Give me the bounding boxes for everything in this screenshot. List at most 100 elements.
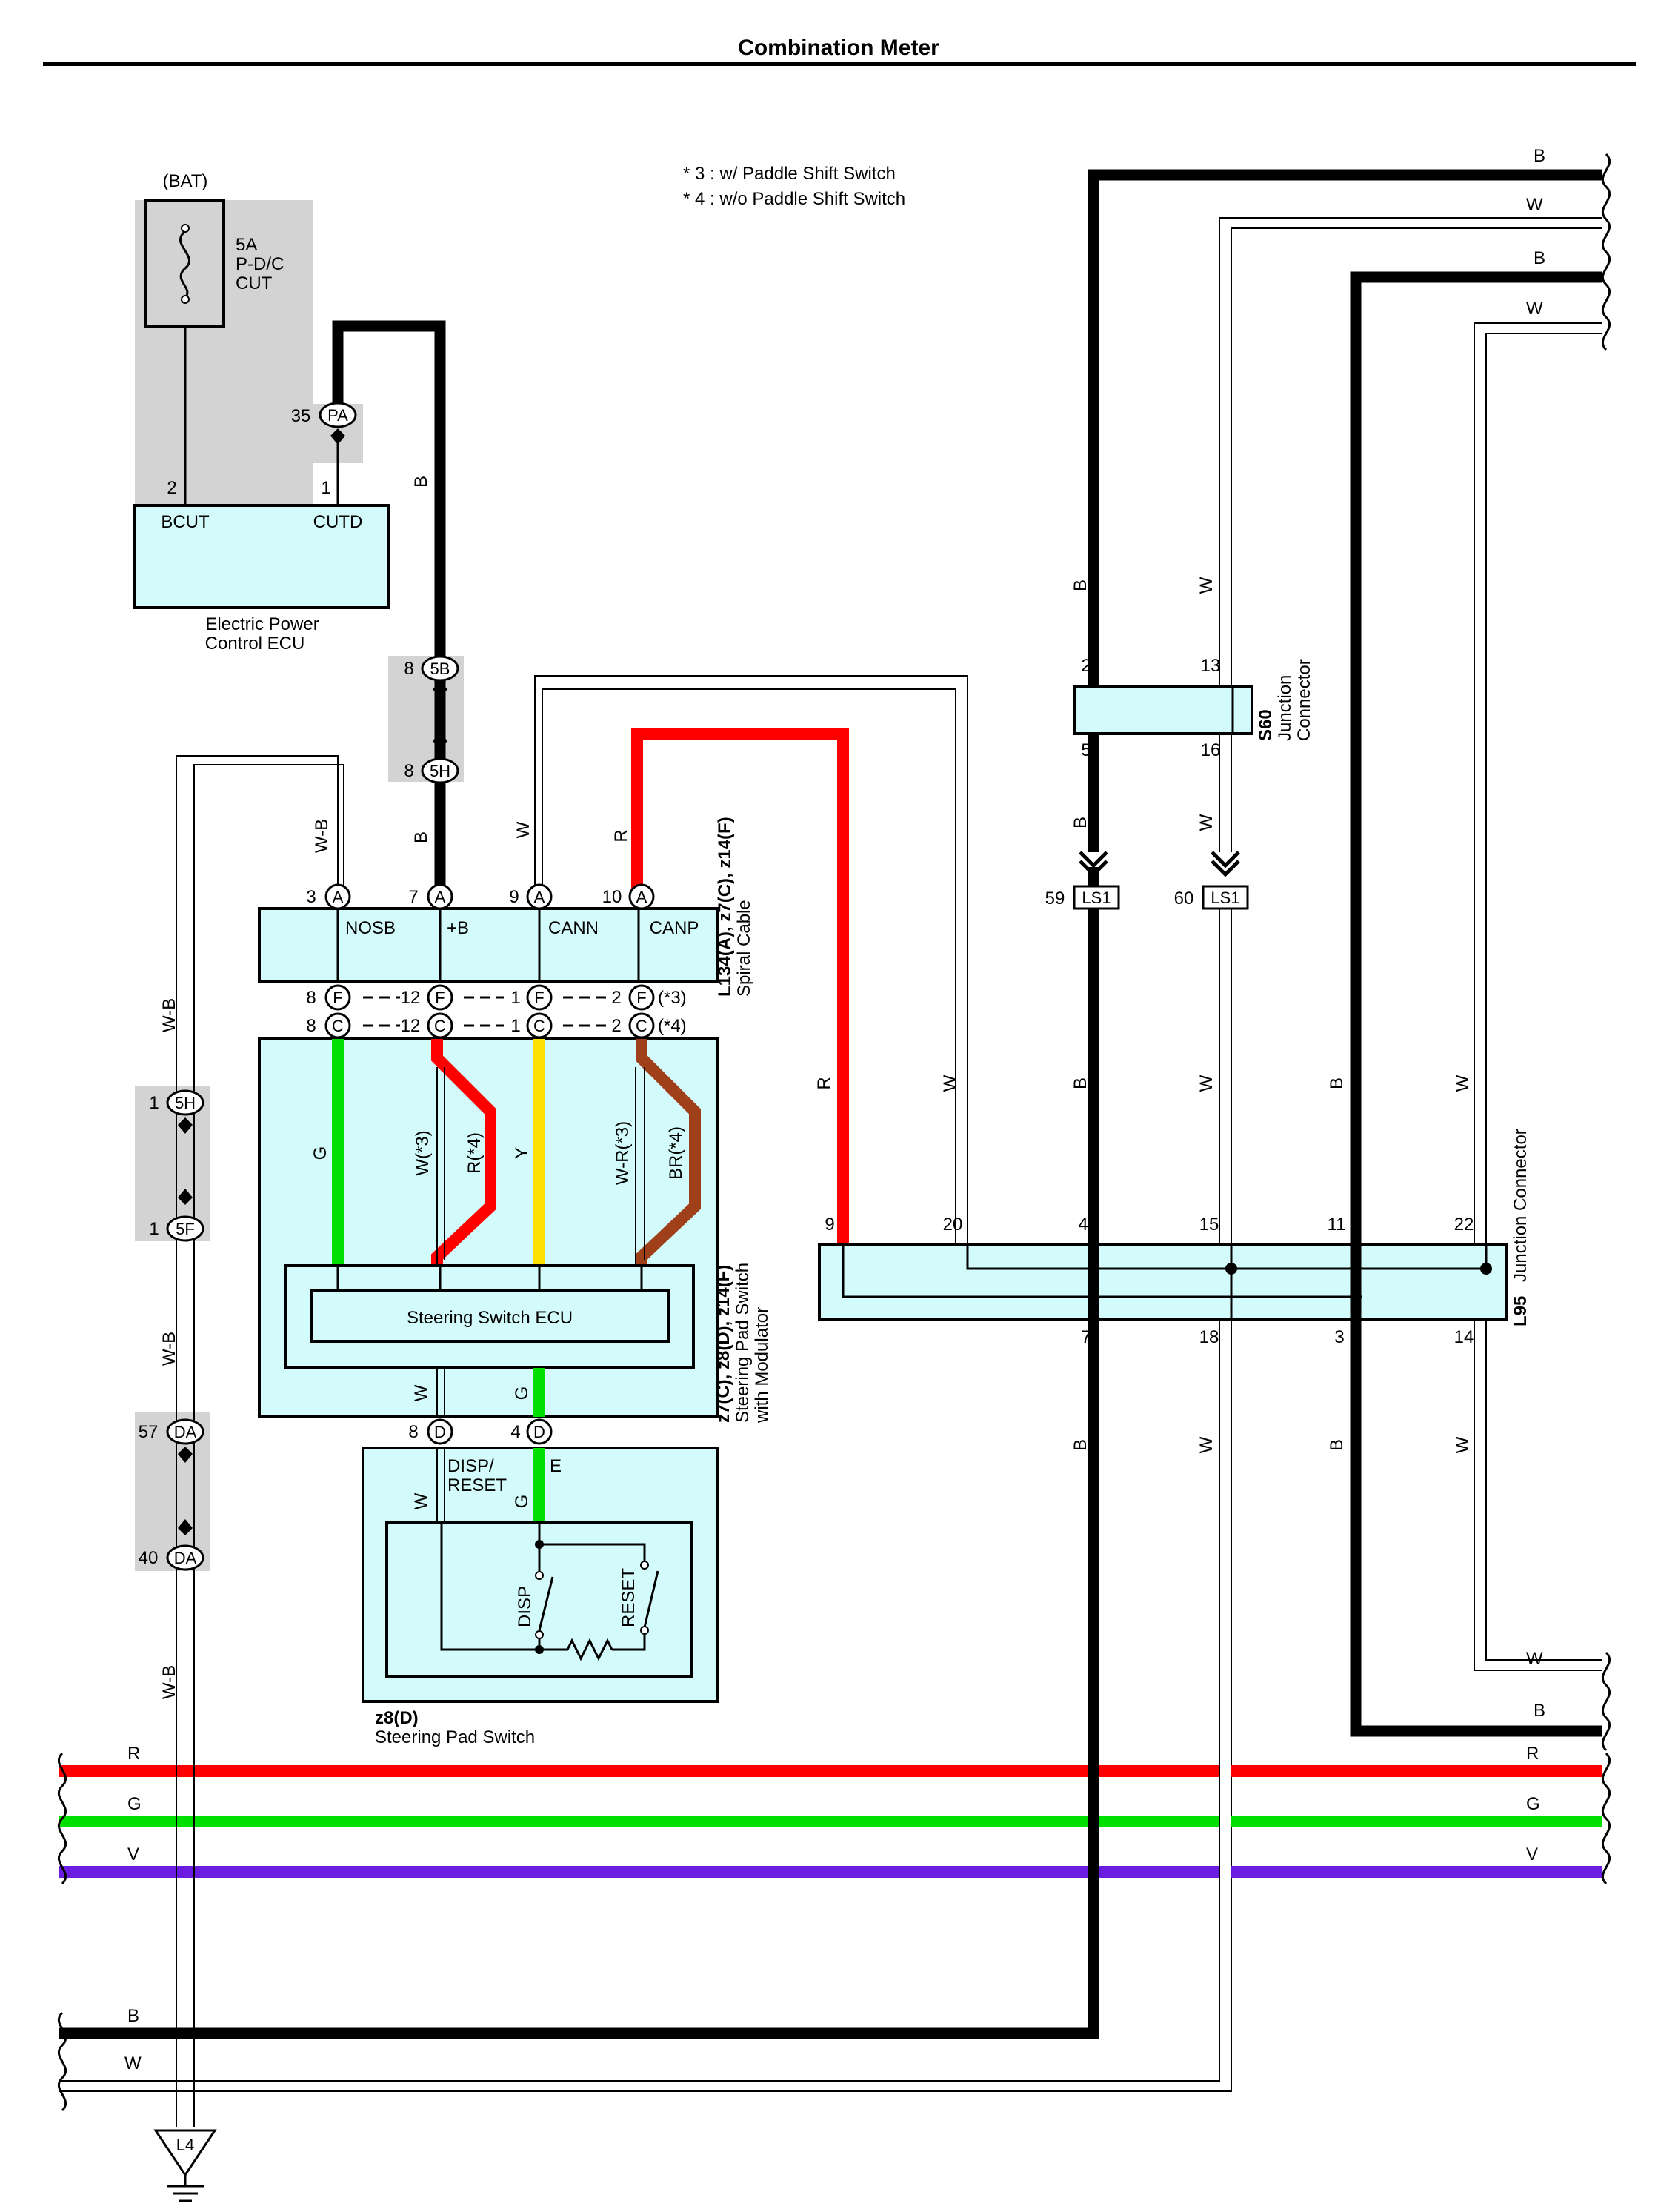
wire-label-w-s60-out: W [1196, 814, 1216, 831]
pad-id: z8(D) [375, 1708, 419, 1728]
s60-pin-13: 13 [1201, 656, 1221, 676]
wire-b-plusb [332, 320, 446, 893]
bottom-label-w: W [124, 2053, 142, 2073]
ecu-pin-cutd-num: 1 [321, 478, 330, 498]
f-row-note: (*3) [658, 988, 687, 1008]
label-wire-w3: W(*3) [413, 1130, 433, 1175]
wire-b-right-1 [1088, 169, 1602, 686]
pin-a10-num: 10 [602, 887, 622, 907]
pad-wire-g: G [512, 1495, 532, 1509]
pin-a7-num: 7 [408, 887, 418, 907]
l95-node-3 [1350, 1291, 1362, 1303]
l95-node-1 [1088, 1291, 1099, 1303]
label-wire-g: G [310, 1146, 330, 1160]
pin-d8-code: D [434, 1423, 446, 1441]
wire-w-right-1-outer [1219, 217, 1602, 686]
ground-label: L4 [176, 2136, 194, 2154]
connector-da-40-num: 40 [139, 1548, 159, 1568]
l95-pin-7: 7 [1081, 1327, 1091, 1347]
right-label-b-1: B [1534, 146, 1545, 166]
spiral-pin-plusb: +B [447, 918, 469, 938]
connector-da-57 [166, 1418, 204, 1445]
connector-ls1-60-code: LS1 [1211, 889, 1239, 907]
pin-f2-code: F [636, 989, 646, 1007]
pin-f1-num: 1 [510, 988, 520, 1008]
l95-junction-connector [818, 1243, 1508, 1321]
pad-wire-disp-loop [440, 1522, 539, 1651]
connector-ls1-60-num: 60 [1174, 889, 1194, 909]
wire-cann-outer [534, 675, 968, 1246]
pin-c8-num: 8 [306, 1016, 316, 1036]
pa-arrow-icon [330, 428, 345, 445]
pin-a9-num: 9 [509, 887, 519, 907]
pin-f2-num: 2 [611, 988, 621, 1008]
label-wire-r4: R(*4) [465, 1132, 485, 1174]
note-3: * 3 : w/ Paddle Shift Switch [683, 164, 896, 184]
pin-d8-num: 8 [408, 1422, 418, 1442]
pad-wire-w: W [411, 1492, 431, 1509]
l95-node-2 [1225, 1263, 1237, 1275]
pin-c8-code: C [332, 1017, 344, 1035]
l95-out-label-b-1: B [1071, 1439, 1091, 1451]
l95-node-4 [1480, 1263, 1492, 1275]
label-wire-br4: BR(*4) [666, 1126, 686, 1180]
l95-pin-11: 11 [1328, 1215, 1346, 1235]
label-wire-w-bot: W [411, 1384, 431, 1401]
break-mark-bottom-right-icon [1601, 1651, 1611, 1752]
break-mark-top-right-icon [1601, 153, 1611, 351]
connector-5h-code: 5H [430, 762, 450, 780]
fuse-terminal-bottom [181, 295, 190, 304]
pin-f1-code: F [534, 989, 544, 1007]
5b-arrow-icon [433, 682, 447, 698]
pad-wire-to-reset [539, 1543, 646, 1562]
spiral-pin-cann: CANN [548, 918, 599, 938]
c-pin-row: C 8 C 12 C 1 C 2 (*4) [306, 1012, 687, 1039]
pin-f2 [628, 984, 655, 1011]
ecu-name-2: Control ECU [205, 634, 305, 654]
l95-bus-r [842, 1245, 1093, 1298]
disp-switch-label: DISP [515, 1586, 535, 1627]
5h-arrow-icon [433, 732, 447, 748]
l95-pin-22: 22 [1454, 1215, 1474, 1235]
pin-a3 [324, 883, 351, 910]
f-pin-row: F 8 F 12 F 1 F 2 (*3) [306, 984, 687, 1011]
pin-c1-num: 1 [510, 1016, 520, 1036]
wb-over-bus [176, 1749, 195, 1897]
pin-a9-code: A [534, 888, 545, 906]
disp-contact-top [535, 1571, 544, 1580]
pin-a7-code: A [435, 888, 446, 906]
da-57-arrow-icon [178, 1447, 193, 1463]
ground-triangle-icon [153, 2129, 217, 2177]
pin-f12-code: F [435, 989, 445, 1007]
connector-left-5f-code: 5F [176, 1220, 195, 1238]
pin-f12-num: 12 [401, 988, 421, 1008]
spiral-cable-box [258, 907, 719, 983]
wire-w-right-2-inner [1485, 333, 1602, 1661]
label-wire-wr3: W-R(*3) [613, 1121, 633, 1185]
pin-f12 [427, 984, 453, 1011]
left-5h-arrow-icon [178, 1117, 193, 1134]
l95-pin-3: 3 [1334, 1327, 1344, 1347]
wire-w3 [436, 1067, 445, 1269]
reset-contact-top [640, 1561, 649, 1570]
spiral-label: L134(A), z7(C), z14(F) Spiral Cable [715, 817, 754, 997]
wire-label-r-l95-9: R [814, 1077, 834, 1089]
wire-w-s60-ls1 [1219, 734, 1232, 852]
ecu-box [133, 504, 390, 609]
connector-left-5h-num: 1 [149, 1093, 159, 1113]
bus-label-g-right: G [1526, 1794, 1540, 1814]
disp-switch-icon [538, 1576, 554, 1631]
break-mark-bottom-left-icon [57, 2011, 67, 2112]
pin-f8-code: F [333, 989, 342, 1007]
da-40-arrow-icon [178, 1519, 193, 1535]
l95-in-label-w-1: W [1196, 1075, 1216, 1092]
connector-left-5h [166, 1089, 204, 1116]
break-mark-bus-left-icon [57, 1752, 67, 1885]
steering-switch-ecu-label: Steering Switch ECU [407, 1308, 573, 1328]
wire-wr3 [635, 1067, 645, 1269]
pin-f8 [324, 984, 351, 1011]
pin-c2-code: C [636, 1017, 647, 1035]
pin-a10 [628, 883, 655, 910]
wire-label-b-mid: B [411, 831, 431, 843]
connector-pa [319, 402, 357, 428]
